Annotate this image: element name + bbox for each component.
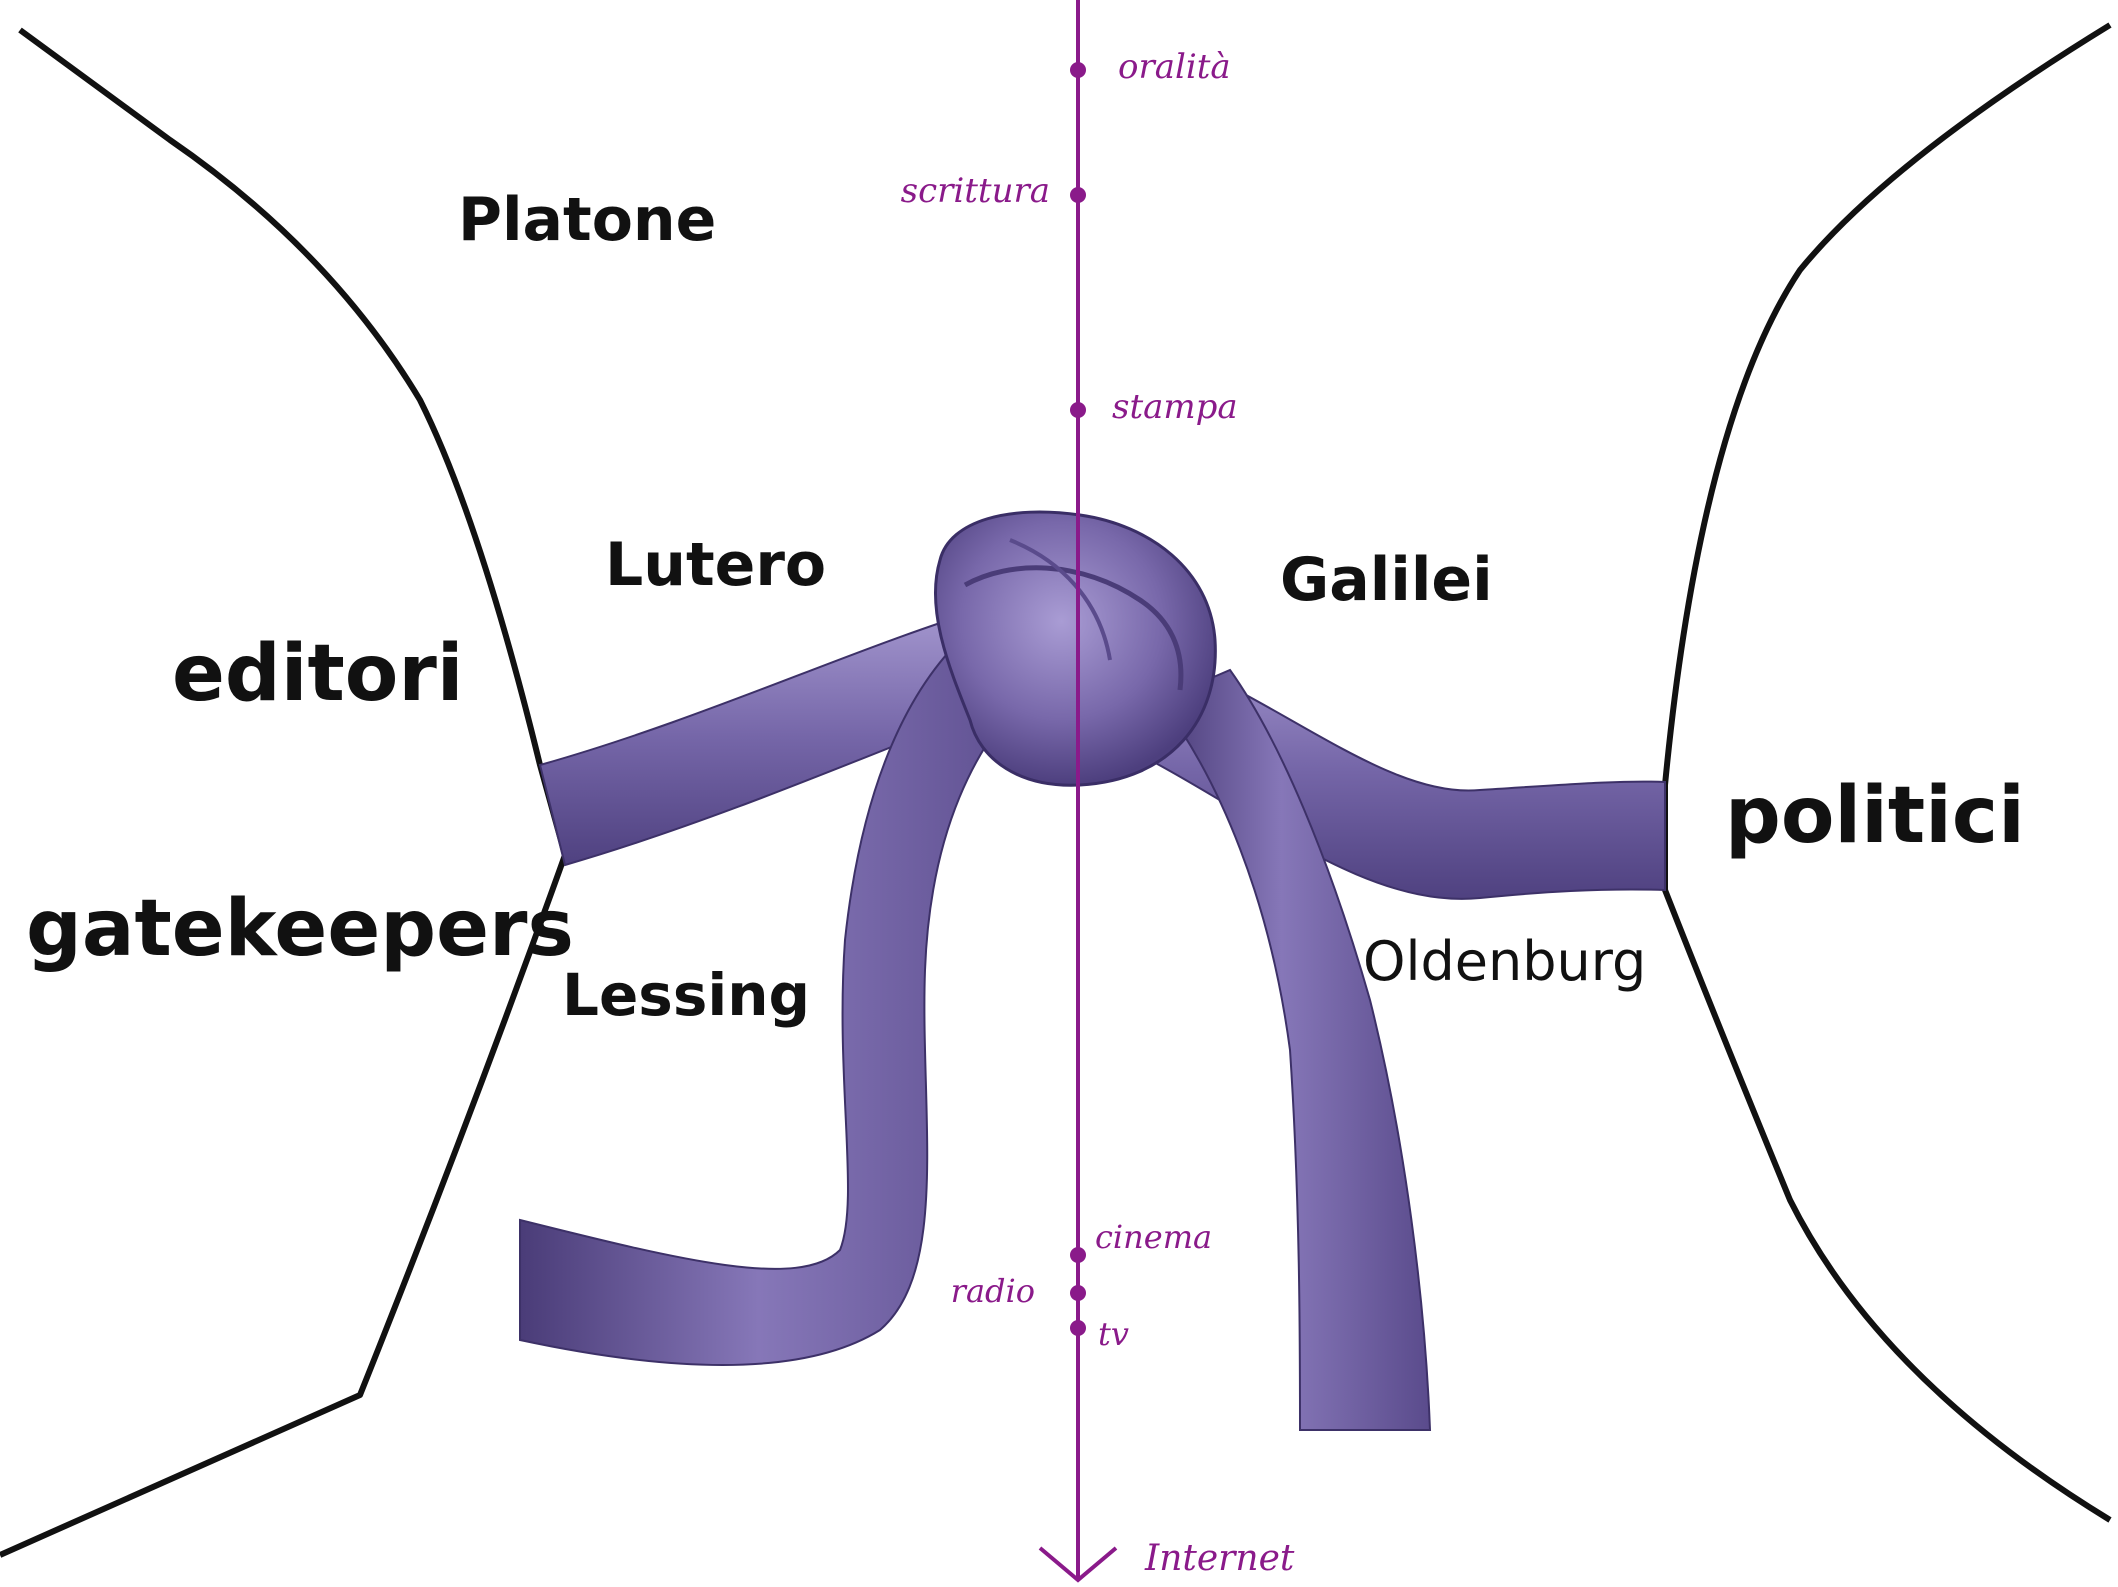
- era-label-stampa: stampa: [1112, 387, 1238, 427]
- timeline-dot-radio: [1070, 1285, 1086, 1301]
- label-galilei: Galilei: [1280, 545, 1493, 615]
- label-politici: politici: [1725, 771, 2025, 861]
- era-label-cinema: cinema: [1095, 1218, 1212, 1256]
- era-label-internet: Internet: [1144, 1538, 1295, 1579]
- era-label-tv: tv: [1098, 1315, 1129, 1353]
- timeline-dot-stampa: [1070, 402, 1086, 418]
- era-label-oralita: oralità: [1118, 47, 1231, 87]
- timeline-dot-scrittura: [1070, 187, 1086, 203]
- timeline-dot-tv: [1070, 1320, 1086, 1336]
- label-platone: Platone: [458, 185, 716, 255]
- era-label-scrittura: scrittura: [901, 171, 1050, 211]
- label-gatekeepers: gatekeepers: [26, 884, 574, 974]
- era-label-radio: radio: [951, 1272, 1035, 1310]
- label-lessing: Lessing: [562, 961, 810, 1029]
- left-boundary-line: [0, 30, 565, 1555]
- label-editori: editori: [172, 629, 464, 719]
- label-lutero: Lutero: [605, 530, 826, 600]
- timeline-dot-oralita: [1070, 62, 1086, 78]
- label-oldenburg: Oldenburg: [1363, 930, 1646, 993]
- timeline-dot-cinema: [1070, 1247, 1086, 1263]
